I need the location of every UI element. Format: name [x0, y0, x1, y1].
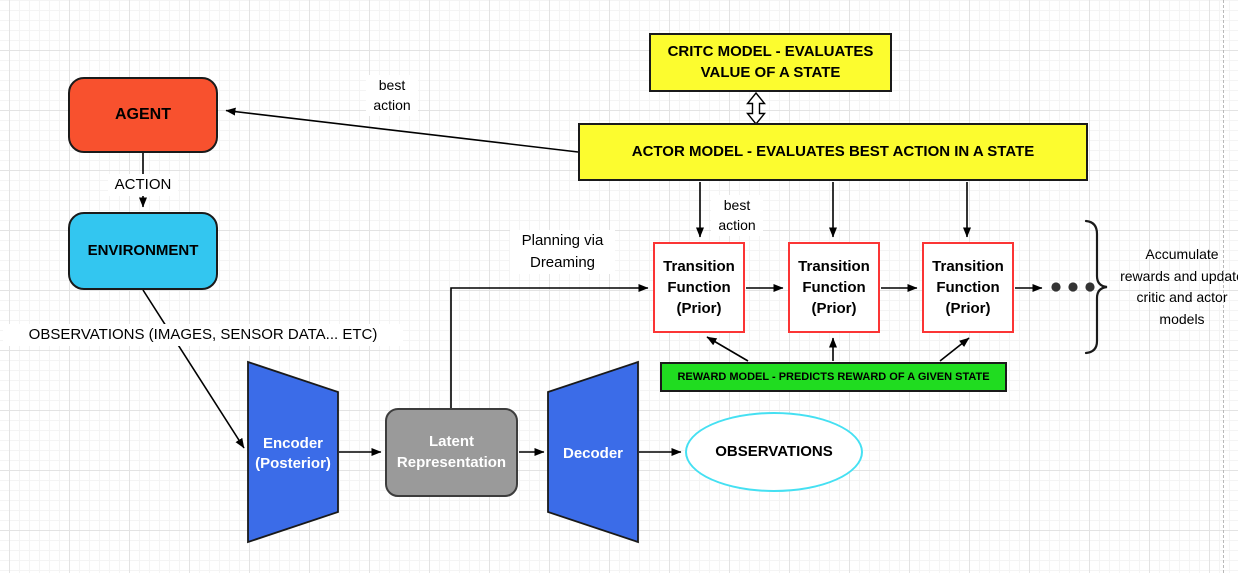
agent-node[interactable]: AGENT [68, 77, 218, 153]
accumulate-brace[interactable] [1084, 219, 1108, 355]
transition-function-label: Transition Function (Prior) [798, 258, 870, 317]
actor-model-label: ACTOR MODEL - EVALUATES BEST ACTION IN A… [631, 142, 1035, 160]
edge-critic-actor-double-arrow[interactable] [746, 91, 766, 126]
observations-output-node[interactable]: OBSERVATIONS [685, 412, 863, 492]
accumulate-rewards-note[interactable]: Accumulate rewards and update critic and… [1120, 246, 1238, 328]
edge-reward-to-transition1[interactable] [706, 336, 749, 362]
agent-label: AGENT [115, 106, 171, 124]
decoder-label[interactable]: Decoder [562, 445, 624, 462]
environment-node[interactable]: ENVIRONMENT [68, 212, 218, 290]
edge-environment-to-encoder[interactable] [142, 289, 245, 449]
critic-model-label: CRITC MODEL - EVALUATES VALUE OF A STATE [667, 43, 874, 81]
transition-function-node-3[interactable]: Transition Function (Prior) [922, 242, 1014, 333]
observations-output-label: OBSERVATIONS [715, 442, 833, 460]
page-boundary-dashed-line [1223, 0, 1224, 573]
planning-via-dreaming-label[interactable]: Planning via Dreaming [510, 230, 615, 274]
environment-label: ENVIRONMENT [87, 241, 199, 259]
ellipsis-dots-icon [1051, 282, 1095, 292]
critic-model-node[interactable]: CRITC MODEL - EVALUATES VALUE OF A STATE [649, 33, 892, 92]
edge-latent-to-transition1[interactable] [450, 284, 649, 408]
transition-function-node-1[interactable]: Transition Function (Prior) [653, 242, 745, 333]
observations-input-label[interactable]: OBSERVATIONS (IMAGES, SENSOR DATA... ETC… [3, 324, 403, 346]
best-action-label-agent[interactable]: best action [366, 75, 418, 116]
action-label[interactable]: ACTION [108, 174, 178, 196]
edge-actor-to-agent[interactable] [225, 107, 579, 153]
reward-model-label: REWARD MODEL - PREDICTS REWARD OF A GIVE… [677, 370, 990, 383]
decoder-shape[interactable] [547, 360, 639, 544]
best-action-label-transition[interactable]: best action [711, 195, 763, 236]
latent-representation-node[interactable]: Latent Representation [385, 408, 518, 497]
encoder-label[interactable]: Encoder (Posterior) [255, 435, 331, 473]
edge-reward-to-transition3[interactable] [939, 337, 970, 362]
transition-function-node-2[interactable]: Transition Function (Prior) [788, 242, 880, 333]
latent-representation-label: Latent Representation [396, 433, 507, 471]
reward-model-node[interactable]: REWARD MODEL - PREDICTS REWARD OF A GIVE… [660, 362, 1007, 392]
transition-function-label: Transition Function (Prior) [663, 258, 735, 317]
transition-function-label: Transition Function (Prior) [932, 258, 1004, 317]
encoder-shape[interactable] [247, 360, 339, 544]
actor-model-node[interactable]: ACTOR MODEL - EVALUATES BEST ACTION IN A… [578, 123, 1088, 181]
